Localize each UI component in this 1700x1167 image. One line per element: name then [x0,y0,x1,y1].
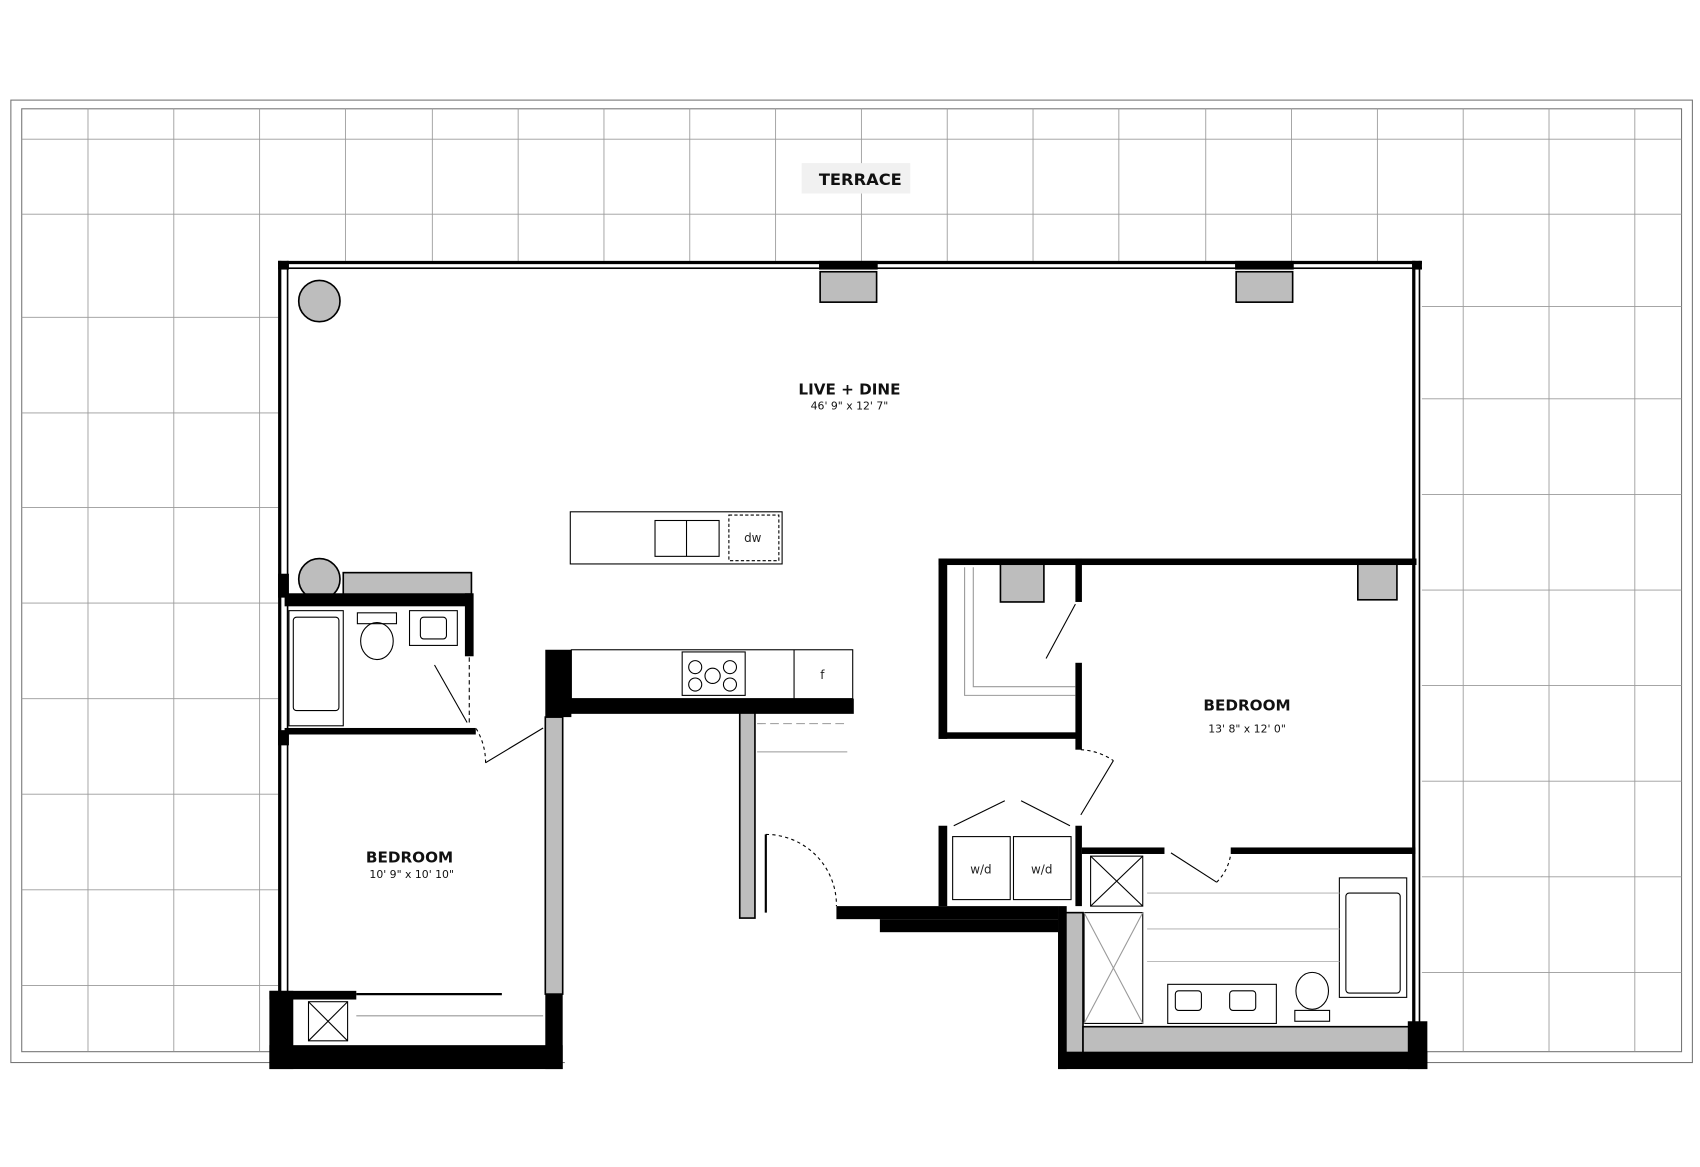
washer-dryer-1-label: w/d [970,863,991,877]
dishwasher-label: dw [744,531,762,545]
exterior-walls [278,260,1422,1054]
kitchen-counter: f [570,649,854,700]
doors [475,603,1232,913]
live-dine-label: LIVE + DINE [798,380,900,398]
entry-closet [757,723,848,753]
live-dine-dims: 46' 9" x 12' 7" [811,400,889,413]
terrace [10,99,1693,1064]
bedroom-right-dims: 13' 8" x 12' 0" [1208,722,1286,735]
bedroom-left-label: BEDROOM [366,849,453,867]
left-bedroom-closet [307,993,544,1042]
kitchen-island: dw [569,511,783,565]
bedroom-right-label: BEDROOM [1203,697,1290,715]
terrace-label-bg [801,163,911,194]
interior-walls [269,558,1428,1070]
fridge-label: f [820,668,825,682]
ensuite-bathroom [1083,855,1408,1024]
laundry: w/d w/d [952,836,1072,901]
bedroom-left-dims: 10' 9" x 10' 10" [369,868,454,881]
terrace-label: TERRACE [819,170,902,189]
left-bathroom [288,610,470,727]
washer-dryer-2-label: w/d [1031,863,1052,877]
walk-in-closet [964,567,1076,696]
